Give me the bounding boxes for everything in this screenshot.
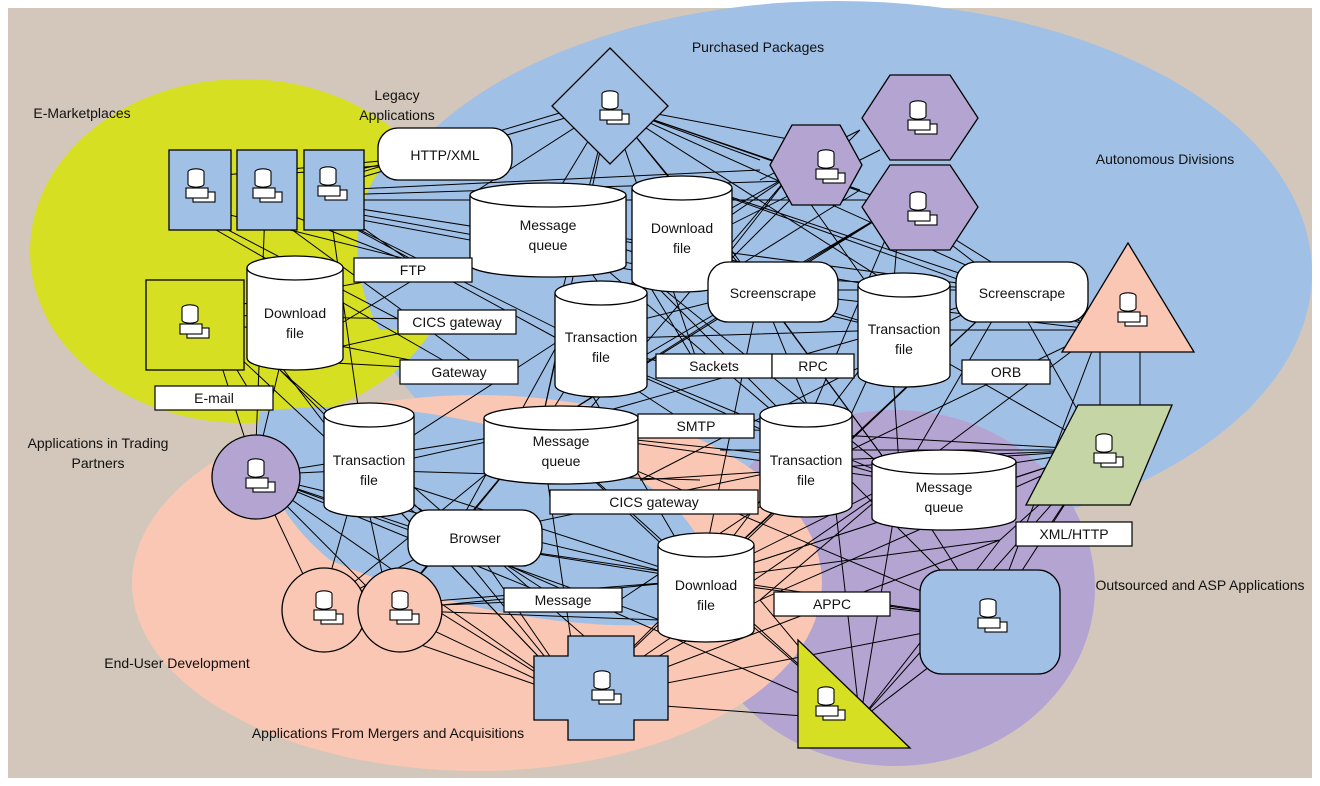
store-label: Download: [675, 577, 737, 593]
outsourced-app-rounded-box: [919, 569, 1061, 675]
connector-label: ORB: [991, 364, 1021, 380]
message-connector: Message: [503, 587, 623, 613]
connector-label: E-mail: [194, 390, 234, 406]
sackets-connector: Sackets: [655, 353, 773, 379]
emarketplace-app-2: [236, 149, 298, 231]
connector-label: CICS gateway: [412, 314, 501, 330]
orb-connector: ORB: [961, 359, 1051, 385]
connector-label: FTP: [400, 262, 426, 278]
http-xml-node: HTTP/XML: [377, 127, 513, 181]
outsourced-app-triangle: [797, 638, 912, 749]
cics-gateway-connector-1: CICS gateway: [397, 309, 517, 335]
store-label: file: [697, 597, 715, 613]
connector-label: CICS gateway: [609, 494, 698, 510]
connector-label: Gateway: [431, 364, 486, 380]
connector-label: Screenscrape: [730, 285, 817, 301]
legacy-app-diamond: [551, 47, 669, 165]
autonomous-division-triangle: [1060, 241, 1196, 353]
store-label: Message: [533, 433, 590, 449]
trading-partners-label-line1: Applications in Trading: [28, 435, 169, 451]
transaction-file-store-1: Transaction file: [554, 280, 648, 398]
connector-label: SMTP: [677, 418, 716, 434]
store-label: file: [895, 341, 913, 357]
appc-connector: APPC: [773, 591, 891, 617]
purchased-package-hex-3: [861, 164, 979, 251]
purchased-packages-label: Purchased Packages: [692, 39, 824, 55]
smtp-connector: SMTP: [637, 413, 755, 439]
message-queue-store-1: Message queue: [469, 182, 627, 278]
message-queue-store-3: Message queue: [871, 449, 1017, 531]
connector-label: Sackets: [689, 358, 739, 374]
trading-partners-label-line2: Partners: [72, 455, 125, 471]
connector-label: APPC: [813, 596, 851, 612]
autonomous-division-parallelogram: [1024, 404, 1173, 506]
store-label: Message: [520, 217, 577, 233]
emarketplace-app-square: [145, 279, 245, 371]
connector-label: Screenscrape: [979, 285, 1066, 301]
transaction-file-store-2: Transaction file: [857, 272, 951, 388]
enduser-circle-2: [357, 567, 443, 653]
store-label: file: [673, 240, 691, 256]
transaction-file-store-4: Transaction file: [759, 402, 853, 518]
gateway-connector: Gateway: [399, 359, 519, 385]
store-label: Transaction: [868, 321, 941, 337]
screenscrape-node-2: Screenscrape: [955, 261, 1089, 323]
download-file-store-1: Download file: [631, 175, 733, 293]
transaction-file-store-3: Transaction file: [323, 402, 415, 518]
email-connector: E-mail: [154, 385, 274, 411]
store-label: queue: [529, 237, 568, 253]
screenscrape-node-1: Screenscrape: [707, 261, 839, 323]
store-label: Transaction: [565, 329, 638, 345]
outsourced-label: Outsourced and ASP Applications: [1095, 577, 1304, 593]
store-label: file: [360, 472, 378, 488]
connector-label: HTTP/XML: [410, 147, 479, 163]
ftp-connector: FTP: [353, 257, 473, 283]
trading-partner-circle: [211, 434, 301, 520]
store-label: queue: [925, 499, 964, 515]
purchased-package-hex-2: [861, 74, 979, 161]
cics-gateway-connector-2: CICS gateway: [549, 489, 759, 515]
store-label: file: [797, 472, 815, 488]
message-queue-store-2: Message queue: [483, 405, 639, 485]
purchased-package-hex-1: [769, 124, 863, 206]
store-label: file: [286, 325, 304, 341]
store-label: Message: [916, 479, 973, 495]
connector-label: Browser: [449, 530, 501, 546]
merger-app-cross: [533, 635, 669, 741]
store-label: Transaction: [333, 452, 406, 468]
mergers-acquisitions-label: Applications From Mergers and Acquisitio…: [252, 725, 524, 741]
connector-label: Message: [535, 592, 592, 608]
rpc-connector: RPC: [771, 353, 855, 379]
browser-node: Browser: [407, 509, 543, 567]
xml-http-connector: XML/HTTP: [1015, 521, 1133, 547]
enduser-circle-1: [281, 567, 367, 653]
store-label: file: [592, 349, 610, 365]
download-file-store-3: Download file: [657, 532, 755, 643]
store-label: Transaction: [770, 452, 843, 468]
download-file-store-2: Download file: [246, 255, 344, 371]
emarketplace-app-1: [168, 149, 232, 231]
store-label: queue: [542, 453, 581, 469]
autonomous-divisions-label: Autonomous Divisions: [1096, 151, 1235, 167]
legacy-applications-label-line2: Applications: [359, 107, 435, 123]
store-label: Download: [264, 305, 326, 321]
enduser-development-label: End-User Development: [104, 655, 250, 671]
connector-label: XML/HTTP: [1039, 526, 1108, 542]
connector-label: RPC: [798, 358, 828, 374]
store-label: Download: [651, 220, 713, 236]
emarketplaces-label: E-Marketplaces: [33, 105, 130, 121]
legacy-applications-label-line1: Legacy: [374, 87, 419, 103]
emarketplace-app-3: [303, 149, 365, 231]
